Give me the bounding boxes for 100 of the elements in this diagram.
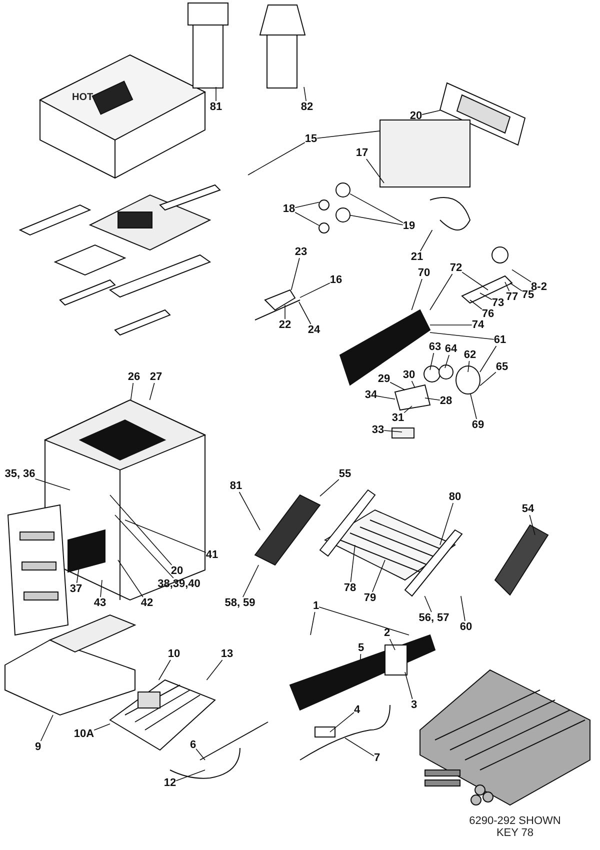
- leader-line: [504, 282, 510, 292]
- leader-line: [480, 346, 497, 372]
- callout-number: 17: [356, 147, 368, 159]
- callout-number: 63: [428, 341, 442, 353]
- note: 6290-292 SHOWN KEY 78: [468, 815, 562, 839]
- callout-number: 76: [482, 308, 494, 320]
- callout-number: 5: [358, 642, 364, 654]
- leader-line: [310, 612, 316, 636]
- callout-number: 27: [150, 371, 162, 383]
- leader-line: [480, 372, 496, 386]
- leader-line: [320, 479, 340, 497]
- leader-line: [350, 193, 404, 224]
- leader-line: [40, 714, 54, 742]
- control-box-drawing: [380, 120, 470, 188]
- callout-number: 34: [364, 389, 378, 401]
- knob-drawing: [318, 182, 350, 234]
- leader-line: [110, 494, 172, 566]
- wire-drawing: [430, 197, 470, 230]
- callout-number: 29: [378, 373, 390, 385]
- callout-number: 21: [410, 251, 424, 263]
- callout-number: 37: [70, 583, 82, 595]
- leader-line: [470, 300, 482, 310]
- leader-line: [248, 142, 306, 176]
- leader-line: [529, 514, 536, 536]
- callout-number: 10A: [74, 728, 94, 740]
- leader-line: [330, 712, 354, 732]
- leader-line: [206, 660, 223, 680]
- leader-line: [366, 158, 384, 184]
- callout-number: 13: [220, 648, 234, 660]
- leader-line: [404, 672, 413, 700]
- callout-number: 19: [402, 220, 416, 232]
- leader-line: [430, 332, 494, 340]
- callout-number: 56, 57: [418, 612, 450, 624]
- leader-line: [376, 396, 396, 400]
- leader-line: [411, 278, 422, 310]
- header-drawing: [494, 524, 549, 596]
- leader-line: [158, 660, 171, 680]
- leader-line: [350, 214, 404, 226]
- callout-number: 69: [472, 419, 484, 431]
- leader-line: [149, 382, 155, 400]
- callout-number: 72: [450, 262, 462, 274]
- leader-line: [424, 596, 432, 612]
- callout-number: 24: [308, 324, 320, 336]
- leader-line: [460, 596, 466, 622]
- callout-number: 64: [444, 343, 458, 355]
- callout-number: 4: [354, 704, 360, 716]
- callout-number: 31: [392, 412, 404, 424]
- header-drawing: [254, 494, 321, 566]
- leader-line: [114, 514, 174, 578]
- leader-line: [404, 406, 412, 414]
- callout-number: 26: [128, 371, 140, 383]
- callout-number: 74: [472, 319, 484, 331]
- callout-number: 80: [448, 491, 462, 503]
- callout-number: 42: [140, 597, 154, 609]
- leader-line: [350, 544, 356, 582]
- leader-line: [389, 638, 396, 650]
- callout-number: 41: [206, 549, 218, 561]
- callout-number: 35, 36: [4, 468, 36, 480]
- leader-line: [372, 560, 386, 592]
- leader-line: [430, 274, 453, 310]
- leader-line: [316, 130, 380, 139]
- leader-line: [468, 360, 470, 372]
- leader-line: [118, 560, 144, 598]
- leader-line: [512, 269, 532, 282]
- leader-line: [390, 382, 406, 390]
- callout-number: 73: [492, 297, 504, 309]
- leader-line: [480, 292, 492, 300]
- callout-number: 81: [210, 101, 222, 113]
- leader-line: [422, 110, 440, 115]
- leader-line: [510, 282, 522, 292]
- leader-line: [420, 230, 433, 252]
- callout-number: 82: [300, 101, 314, 113]
- leader-line: [294, 212, 320, 226]
- vent-hood-drawing: [259, 4, 306, 88]
- leader-line: [344, 738, 374, 756]
- callout-number: 16: [330, 274, 342, 286]
- valve-body-drawing: [339, 309, 431, 386]
- callout-number: 33: [372, 424, 384, 436]
- callout-number: 3: [410, 699, 418, 711]
- callout-number: 81: [230, 480, 242, 492]
- callout-number: 15: [304, 133, 318, 145]
- callout-number: 12: [164, 777, 176, 789]
- leader-line: [124, 520, 206, 553]
- leader-line: [34, 478, 70, 490]
- leader-line: [196, 748, 206, 760]
- callout-number: 18: [282, 203, 296, 215]
- callout-number: 54: [522, 503, 534, 515]
- leader-line: [384, 430, 402, 432]
- leader-line: [290, 258, 300, 290]
- callout-number: 2: [384, 627, 390, 639]
- leader-line: [238, 492, 260, 530]
- leader-line: [411, 380, 416, 388]
- callout-number: 62: [464, 349, 476, 361]
- leader-line: [444, 354, 450, 368]
- leader-line: [130, 382, 134, 400]
- callout-number: 10: [168, 648, 180, 660]
- leader-line: [304, 86, 306, 102]
- leader-line: [470, 394, 477, 420]
- leader-line: [430, 352, 434, 370]
- fitting-drawing: [424, 364, 480, 394]
